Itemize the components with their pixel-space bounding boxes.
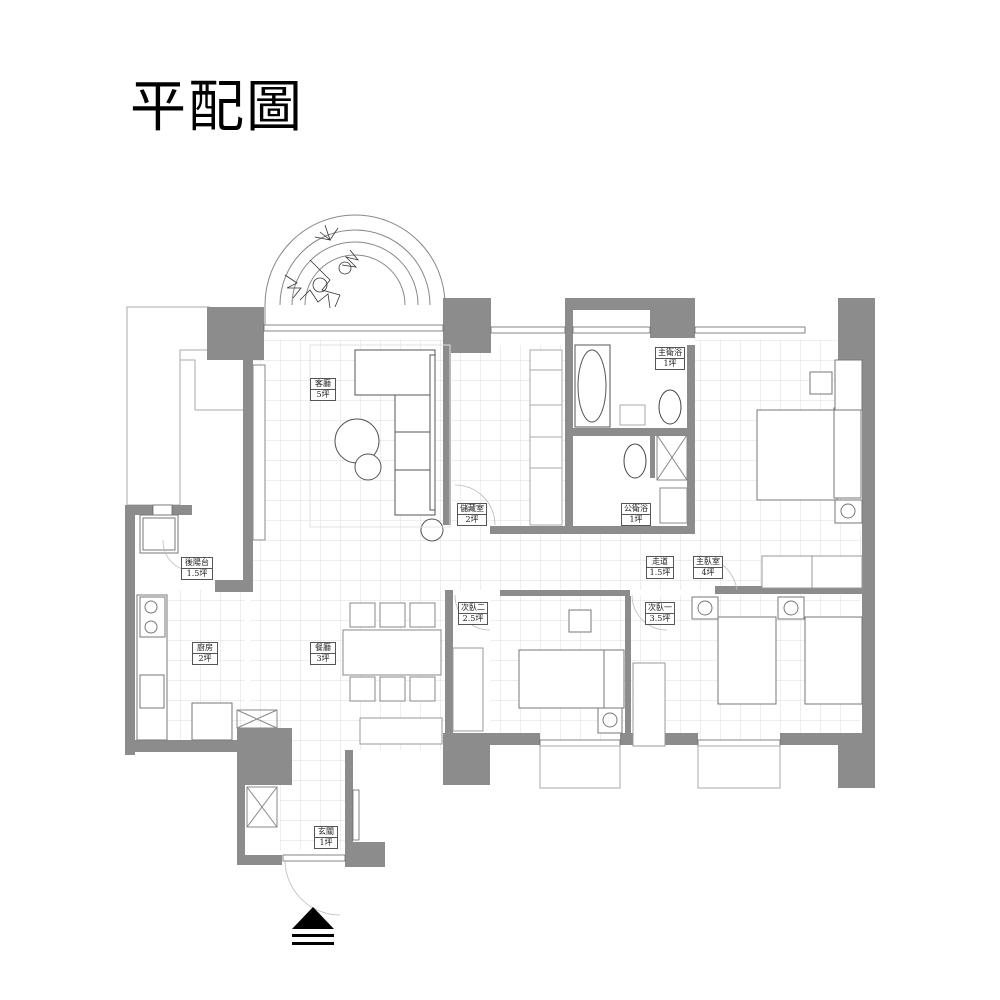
page-title: 平配圖 — [130, 75, 304, 140]
sofa — [354, 349, 436, 516]
master-bed — [756, 359, 863, 524]
windows — [152, 324, 806, 862]
toilet — [623, 389, 682, 479]
plant-icon — [284, 224, 360, 309]
entrance-arrow-icon — [292, 907, 334, 945]
planter-balcony — [264, 214, 446, 330]
shower — [656, 434, 688, 481]
walls — [125, 298, 875, 867]
coffee-table — [334, 418, 382, 481]
bathtub — [574, 344, 611, 428]
kitchen-counter — [136, 594, 233, 741]
utility-sink — [139, 514, 179, 554]
dining-table — [342, 602, 442, 702]
wardrobe — [761, 555, 863, 589]
bedroom-1-beds — [691, 596, 863, 705]
bedroom-2-bed — [518, 609, 625, 734]
storage-shelves — [529, 349, 563, 526]
